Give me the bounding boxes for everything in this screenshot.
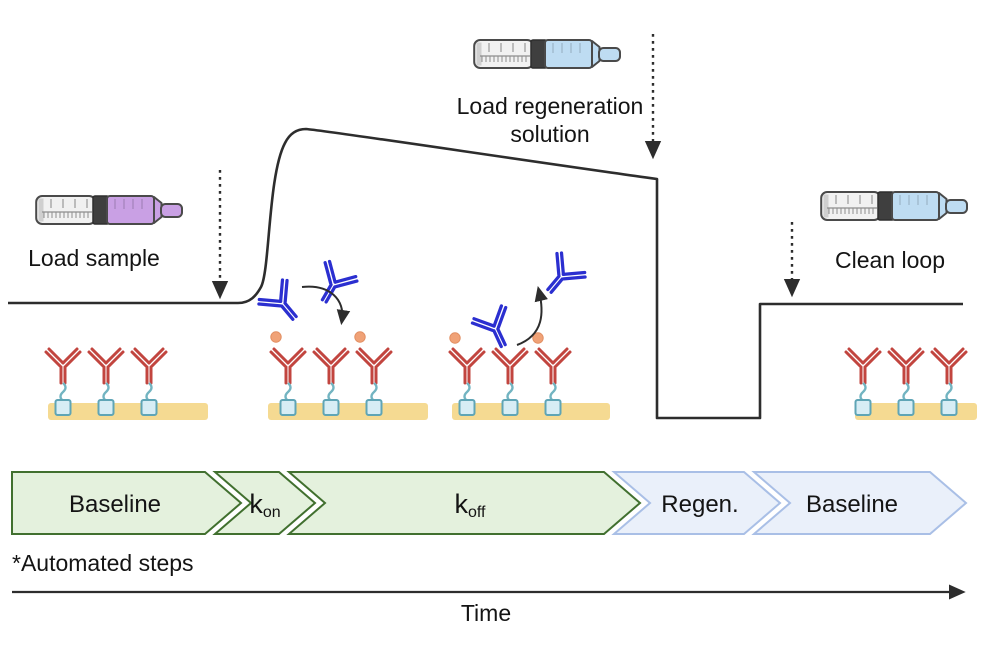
- association-arrow-icon: [301, 285, 351, 326]
- antibody-row-kon: [271, 349, 391, 415]
- dissociating-antibody-icon: [533, 249, 589, 305]
- timeline-segment-koff: [286, 471, 642, 535]
- timeline-segment-kon: [212, 471, 317, 535]
- timeline-label-baseline-1: Baseline: [69, 491, 161, 518]
- sample-syringe-icon: [35, 195, 184, 225]
- antibody-row-final: [846, 349, 966, 415]
- antibody-row-baseline: [46, 349, 166, 415]
- sensor-surface-final: [855, 403, 977, 420]
- regeneration-syringe-icon: [473, 39, 621, 69]
- timeline-segment-baseline-1: [11, 471, 243, 535]
- clean-loop-label: Clean loop: [835, 247, 945, 273]
- analyte-dot-icon: [354, 331, 366, 343]
- clean-loop-syringe-icon: [820, 191, 968, 221]
- sensorgram-curve: [8, 127, 963, 420]
- antibody-row-koff: [450, 349, 570, 415]
- timeline-label-baseline-2: Baseline: [806, 491, 898, 518]
- free-antibody-icon: [255, 276, 311, 332]
- analyte-dot-icon: [532, 332, 544, 344]
- timeline-segment-regen: [611, 471, 782, 535]
- sensor-surface-baseline: [48, 403, 208, 420]
- timeline-label-koff: koff: [455, 489, 487, 521]
- dissociating-antibody-icon: [469, 302, 522, 355]
- sensor-surface-koff: [452, 403, 610, 420]
- load-sample-label: Load sample: [28, 245, 160, 271]
- free-antibody-icon: [306, 258, 361, 312]
- timeline-label-kon: kon: [249, 489, 280, 521]
- analyte-dot-icon: [449, 332, 461, 344]
- load-regeneration-label-line1: Load regeneration: [457, 93, 644, 119]
- load-regeneration-label-line2: solution: [510, 121, 589, 147]
- analyte-dot-icon: [270, 331, 282, 343]
- dissociation-arrow-icon: [516, 285, 548, 346]
- sensor-surface-kon: [268, 403, 428, 420]
- time-axis-label: Time: [461, 600, 511, 626]
- timeline-label-regen: Regen.: [661, 491, 738, 518]
- automated-steps-note: *Automated steps: [12, 550, 194, 576]
- timeline-segment-baseline-2: [751, 471, 968, 535]
